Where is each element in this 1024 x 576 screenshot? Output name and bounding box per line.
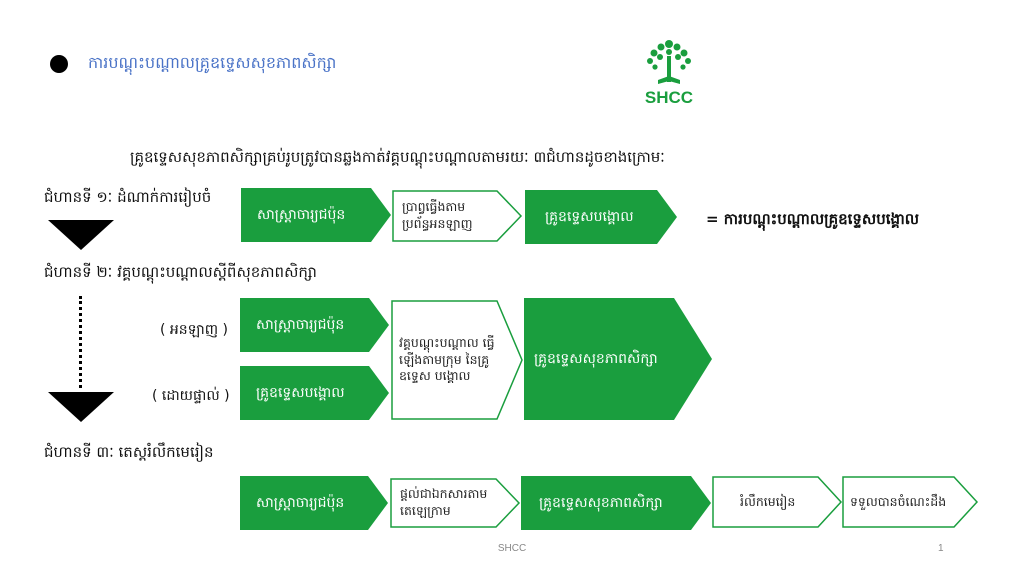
step1-box-japanese-professor: សាស្ត្រាចារ្យជប៉ុន — [241, 188, 391, 242]
page-title: ការបណ្តុះបណ្តាលគ្រូឧទ្ទេសសុខភាពសិក្សា — [88, 53, 337, 72]
step3-box-1-text: សាស្ត្រាចារ្យជប៉ុន — [256, 494, 345, 511]
logo-text: SHCC — [644, 88, 694, 107]
footer-text: SHCC — [497, 543, 527, 554]
down-triangle-2 — [48, 392, 114, 422]
title-bullet — [50, 55, 68, 73]
step-1-label: ជំហានទី ១ៈ ដំណាក់ការរៀបចំ — [44, 188, 212, 206]
step-2-label: ជំហានទី ២ៈ វគ្គបណ្តុះបណ្តាលស្តីពីសុខភាពស… — [44, 263, 317, 281]
step1-box-2-text: ប្រាព្វធ្វើងតាម ប្រព័ន្ធអនឡាញ — [402, 199, 473, 231]
tree-icon — [647, 40, 691, 84]
step2-final-text: គ្រូឧទ្ទេសសុខភាពសិក្សា — [534, 350, 658, 367]
tag-in-person: ( ដោយផ្ទាល់ ) — [152, 388, 230, 404]
step2-box-2-text: គ្រូឧទ្ទេសបង្គោល — [256, 384, 345, 401]
step3-box-2-text: ផ្តល់ជាឯកសារតាម តេឡេក្រាម — [400, 486, 488, 518]
step2-box-health-trainer: គ្រូឧទ្ទេសសុខភាពសិក្សា — [524, 298, 712, 420]
step3-box-japanese-professor: សាស្ត្រាចារ្យជប៉ុន — [240, 476, 388, 530]
shcc-logo: SHCC — [638, 36, 700, 114]
step3-box-review-lesson: រំលឹកមេរៀន — [712, 476, 843, 528]
page-number: 1 — [938, 543, 944, 554]
step2-box-core-trainer: គ្រូឧទ្ទេសបង្គោល — [240, 366, 389, 420]
step3-box-gain-knowledge: ទទួលបានចំណេះដឹង — [842, 476, 979, 528]
step1-box-core-trainer: គ្រូឧទ្ទេសបង្គោល — [525, 190, 677, 244]
step1-box-1-text: សាស្ត្រាចារ្យជប៉ុន — [257, 206, 346, 223]
down-triangle-1 — [48, 220, 114, 250]
step1-result: = ការបណ្តុះបណ្តាលគ្រូឧទ្ទេសបង្គោល — [706, 210, 920, 228]
intro-text: គ្រូឧទ្ទេសសុខភាពសិក្សាគ្រប់រូបត្រូវបានឆ្… — [130, 148, 665, 166]
dotted-connector — [79, 296, 82, 388]
step3-box-health-trainer: គ្រូឧទ្ទេសសុខភាពសិក្សា — [521, 476, 711, 530]
step-3-label: ជំហានទី ៣ៈ តេស្តរំលឹកមេរៀន — [44, 443, 214, 461]
step3-box-4-text: រំលឹកមេរៀន — [740, 493, 796, 509]
step3-box-5-text: ទទួលបានចំណេះដឹង — [850, 493, 947, 509]
step1-box-online-system: ប្រាព្វធ្វើងតាម ប្រព័ន្ធអនឡាញ — [392, 190, 523, 242]
tag-online: ( អនឡាញ ) — [160, 322, 229, 338]
step1-box-3-text: គ្រូឧទ្ទេសបង្គោល — [545, 208, 634, 225]
step2-box-group-training: វគ្គបណ្តុះបណ្តាល ធ្វើឡើងតាមក្រុម នៃគ្រូឧ… — [391, 300, 523, 420]
step2-box-japanese-professor: សាស្ត្រាចារ្យជប៉ុន — [240, 298, 389, 352]
step3-box-telegram-docs: ផ្តល់ជាឯកសារតាម តេឡេក្រាម — [390, 478, 521, 528]
step2-box-1-text: សាស្ត្រាចារ្យជប៉ុន — [256, 316, 345, 333]
step2-middle-text: វគ្គបណ្តុះបណ្តាល ធ្វើឡើងតាមក្រុម នៃគ្រូឧ… — [399, 334, 495, 384]
step3-box-3-text: គ្រូឧទ្ទេសសុខភាពសិក្សា — [539, 494, 663, 511]
